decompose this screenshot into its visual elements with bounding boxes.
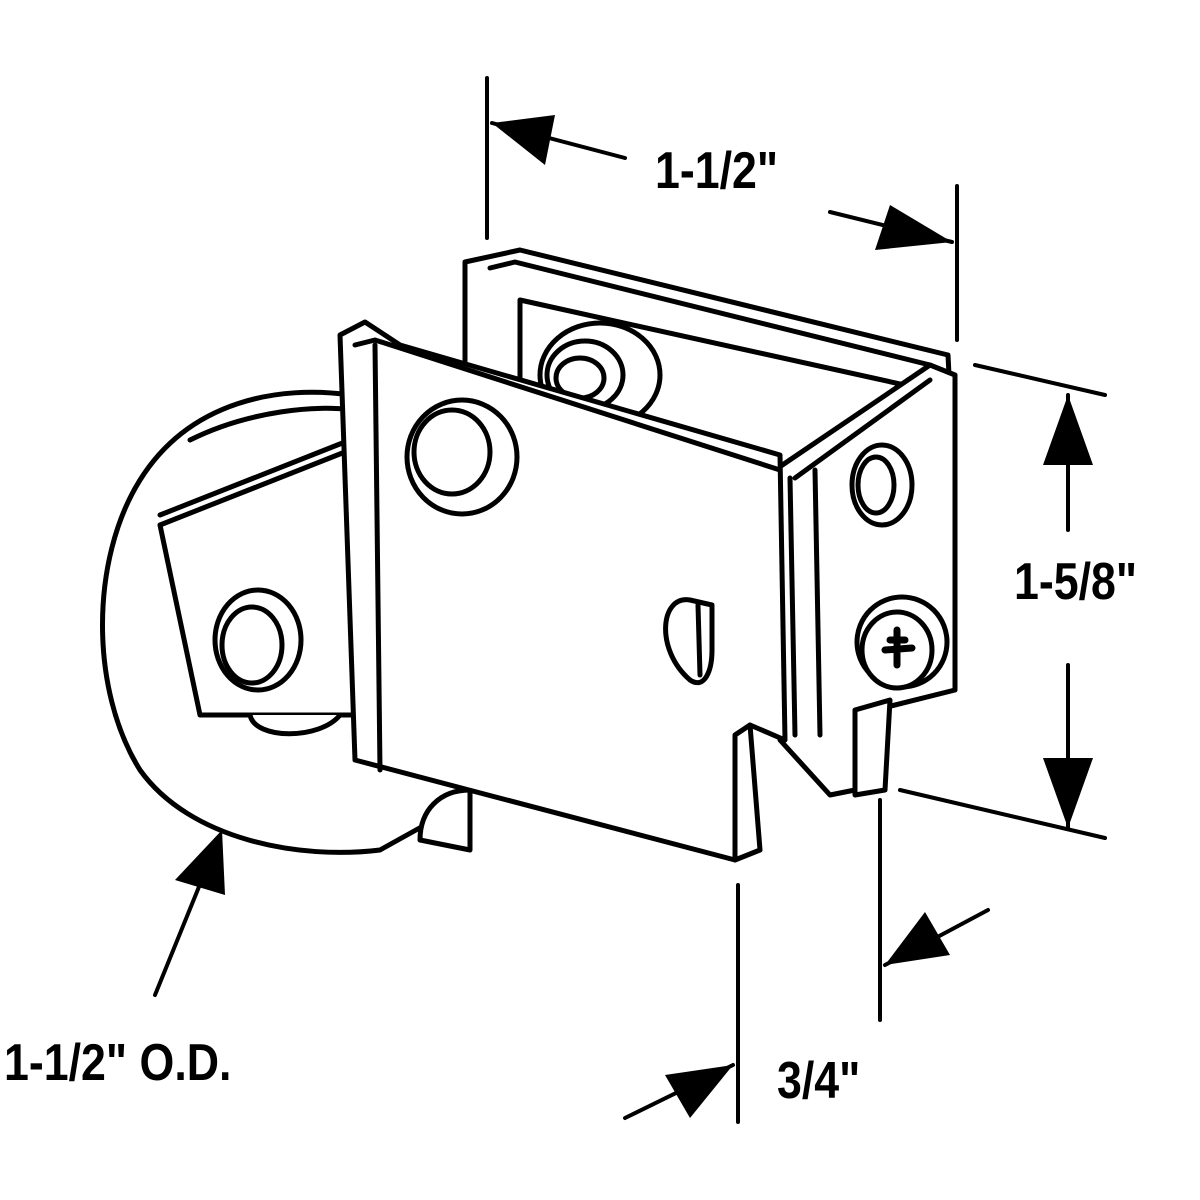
front-mount-hole — [404, 397, 520, 517]
width-dimension-label: 1-1/2" — [655, 142, 779, 200]
bracket-back-plate-inner — [487, 259, 933, 368]
side-hole — [849, 442, 915, 528]
height-arrow-bottom — [1043, 758, 1093, 828]
upper-wheel — [537, 320, 663, 430]
axle-plate-top-edge — [157, 437, 353, 518]
height-arrow-top — [1043, 395, 1093, 465]
bracket-fold-line-2 — [812, 467, 823, 738]
bracket-front-face — [337, 319, 788, 863]
side-hole-inner — [855, 454, 897, 516]
width-arrow-right — [875, 205, 952, 250]
axle-hole-left-inner — [219, 604, 285, 686]
wheel-hub-bottom — [417, 787, 473, 853]
wheel-od-dimension-label: 1-1/2" O.D. — [4, 1034, 232, 1092]
od-arrow — [175, 830, 225, 895]
rivet-slot-line — [695, 602, 703, 678]
phillips-cross-icon — [881, 626, 916, 669]
front-mount-hole-inner — [411, 407, 493, 497]
thickness-arrow-left — [665, 1065, 733, 1118]
thickness-arrow-right — [885, 912, 950, 965]
dimension-arrows — [175, 115, 1093, 1118]
width-arrow-left — [492, 115, 555, 165]
bracket-side-wall-inner — [792, 377, 933, 481]
height-extension-top — [973, 363, 1107, 397]
axle-bushing-bottom — [247, 712, 343, 737]
axle-hole-left — [212, 587, 304, 693]
adjustment-screw — [854, 594, 950, 691]
wheel-inner-rim — [187, 405, 353, 443]
bracket-front-face-edge — [352, 337, 783, 473]
height-dimension-label: 1-5/8" — [1014, 553, 1138, 611]
bracket-bottom-notch — [732, 722, 763, 863]
height-extension-bottom — [898, 788, 1107, 840]
axle-plate — [157, 437, 358, 737]
bracket-side-wall — [772, 362, 958, 798]
adjustment-tab — [852, 697, 893, 798]
bracket-fold-line-1 — [787, 475, 798, 738]
thickness-dimension-label: 3/4" — [777, 1052, 861, 1110]
bracket-front-left-edge — [372, 342, 383, 773]
